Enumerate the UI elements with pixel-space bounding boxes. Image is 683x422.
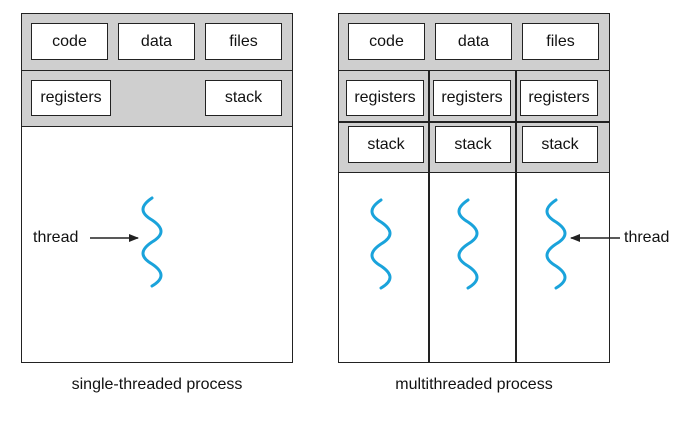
multi-thread-squiggle-1 bbox=[370, 198, 392, 290]
multi-registers-box-1: registers bbox=[346, 80, 424, 116]
multi-registers-box-3: registers bbox=[520, 80, 598, 116]
multi-thread-divider-1 bbox=[428, 71, 430, 363]
single-code-box: code bbox=[31, 23, 108, 60]
single-thread-squiggle bbox=[141, 196, 163, 288]
multithreaded-caption: multithreaded process bbox=[395, 376, 553, 393]
single-stack-box: stack bbox=[205, 80, 282, 116]
multi-data-box: data bbox=[435, 23, 512, 60]
multi-stack-box-3: stack bbox=[522, 126, 598, 163]
multi-thread-squiggle-3 bbox=[545, 198, 567, 290]
single-thread-label: thread bbox=[33, 229, 79, 246]
multi-thread-squiggle-2 bbox=[457, 198, 479, 290]
single-threaded-caption: single-threaded process bbox=[71, 376, 243, 393]
multi-thread-divider-2 bbox=[515, 71, 517, 363]
multi-context-separator bbox=[339, 121, 609, 123]
multi-thread-label: thread bbox=[624, 229, 670, 246]
single-registers-box: registers bbox=[31, 80, 111, 116]
single-threaded-process: code data files registers stack bbox=[21, 13, 293, 363]
multi-files-box: files bbox=[522, 23, 599, 60]
multi-code-box: code bbox=[348, 23, 425, 60]
single-files-box: files bbox=[205, 23, 282, 60]
multithreaded-process: code data files registers registers regi… bbox=[338, 13, 610, 363]
multi-stack-box-1: stack bbox=[348, 126, 424, 163]
single-data-box: data bbox=[118, 23, 195, 60]
multi-registers-box-2: registers bbox=[433, 80, 511, 116]
multi-stack-box-2: stack bbox=[435, 126, 511, 163]
